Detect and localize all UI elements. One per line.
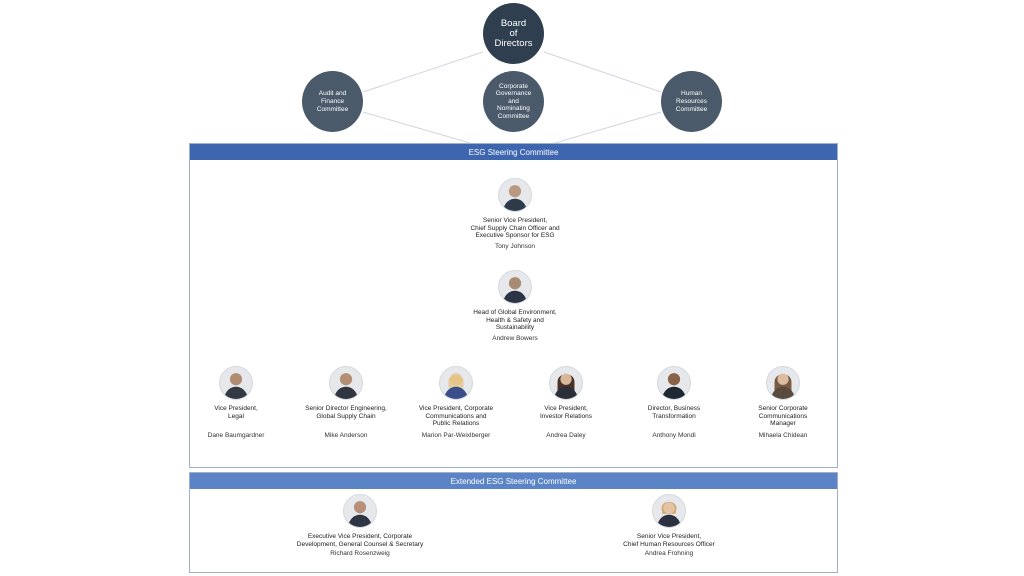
connector-board-audit bbox=[362, 51, 484, 93]
person-role: Senior Corporate Communications Manager bbox=[758, 405, 808, 428]
board-of-directors-node: Board of Directors bbox=[483, 3, 544, 64]
person-role: Director, Business Transformation bbox=[647, 405, 701, 420]
person-name: Mike Anderson bbox=[324, 432, 368, 440]
governance-nominating-committee-node: Corporate Governance and Nominating Comm… bbox=[483, 71, 544, 132]
person-name: Richard Rosenzweig bbox=[330, 550, 390, 558]
person-card-extended-1: Executive Vice President, Corporate Deve… bbox=[275, 494, 445, 558]
portrait-icon bbox=[498, 270, 532, 304]
portrait-icon bbox=[343, 494, 377, 528]
person-name: Andrea Daley bbox=[546, 432, 586, 440]
portrait-icon bbox=[329, 366, 363, 400]
person-role: Vice President, Investor Relations bbox=[539, 405, 593, 420]
person-name: Anthony Mondi bbox=[652, 432, 696, 440]
portrait-icon bbox=[498, 178, 532, 212]
connector-hr-esg bbox=[554, 111, 662, 144]
person-role: Executive Vice President, Corporate Deve… bbox=[296, 533, 424, 548]
portrait-icon bbox=[549, 366, 583, 400]
person-card-member-1: Vice President, Legal Dane Baumgardner bbox=[161, 366, 311, 440]
esg-steering-committee-panel: ESG Steering Committee Senior Vice Presi… bbox=[189, 143, 838, 468]
portrait-icon bbox=[652, 494, 686, 528]
person-role: Senior Vice President, Chief Human Resou… bbox=[623, 533, 715, 548]
person-name: Tony Johnson bbox=[494, 242, 536, 250]
person-card-sponsor: Senior Vice President, Chief Supply Chai… bbox=[440, 178, 590, 251]
connector-board-hr bbox=[543, 51, 662, 93]
person-role: Senior Vice President, Chief Supply Chai… bbox=[470, 217, 560, 240]
connector-audit-esg bbox=[362, 111, 471, 144]
board-label: Board of Directors bbox=[494, 17, 533, 49]
person-name: Andrea Frohning bbox=[644, 550, 694, 558]
person-card-member-3: Vice President, Corporate Communications… bbox=[381, 366, 531, 440]
person-name: Dane Baumgardner bbox=[207, 432, 265, 440]
person-card-member-2: Senior Director Engineering, Global Supp… bbox=[271, 366, 421, 440]
person-card-member-6: Senior Corporate Communications Manager … bbox=[708, 366, 858, 440]
person-card-member-5: Director, Business Transformation Anthon… bbox=[599, 366, 749, 440]
extended-esg-steering-committee-header: Extended ESG Steering Committee bbox=[190, 473, 837, 489]
audit-finance-committee-node: Audit and Finance Committee bbox=[302, 71, 363, 132]
person-card-extended-2: Senior Vice President, Chief Human Resou… bbox=[594, 494, 744, 558]
person-role: Senior Director Engineering, Global Supp… bbox=[305, 405, 387, 420]
extended-esg-steering-committee-panel: Extended ESG Steering Committee Executiv… bbox=[189, 472, 838, 573]
person-role: Vice President, Legal bbox=[214, 405, 258, 420]
esg-steering-committee-header: ESG Steering Committee bbox=[190, 144, 837, 160]
person-name: Mihaela Chidean bbox=[758, 431, 808, 439]
person-role: Head of Global Environment, Health & Saf… bbox=[473, 309, 557, 332]
human-resources-committee-node: Human Resources Committee bbox=[661, 71, 722, 132]
person-card-member-4: Vice President, Investor Relations Andre… bbox=[491, 366, 641, 440]
person-card-head: Head of Global Environment, Health & Saf… bbox=[440, 270, 590, 343]
portrait-icon bbox=[657, 366, 691, 400]
portrait-icon bbox=[766, 366, 800, 400]
portrait-icon bbox=[219, 366, 253, 400]
person-role: Vice President, Corporate Communications… bbox=[418, 405, 494, 428]
person-name: Andrew Bowers bbox=[492, 334, 538, 342]
portrait-icon bbox=[439, 366, 473, 400]
person-name: Marion Par-Weixlberger bbox=[421, 431, 491, 439]
